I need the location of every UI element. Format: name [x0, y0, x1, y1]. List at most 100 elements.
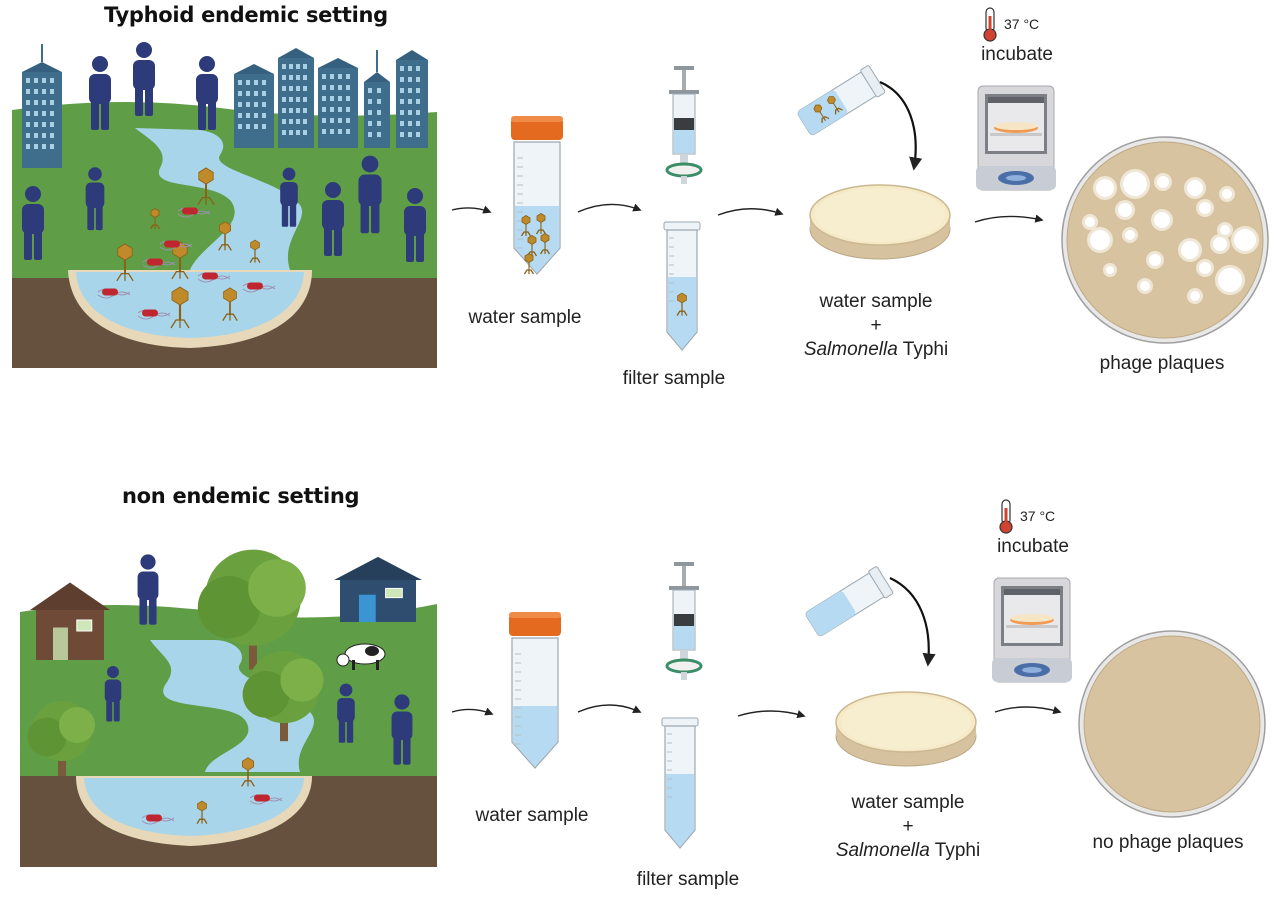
filter-icon [665, 650, 703, 680]
plaque [1146, 251, 1164, 269]
combo-line1: water sample [851, 792, 965, 813]
arrow [974, 214, 1044, 223]
filter-sample-label-1: filter sample [622, 368, 726, 389]
phage-icon [249, 239, 261, 263]
species-serovar: Typhi [934, 840, 981, 861]
plaque [1196, 199, 1214, 217]
pond [84, 778, 304, 836]
plaque [1215, 265, 1245, 295]
building-icon [234, 64, 274, 148]
arrow [451, 707, 494, 716]
plaque [1115, 200, 1135, 220]
species-genus: Salmonella [803, 339, 898, 360]
arrow [879, 80, 923, 171]
arrow [577, 203, 642, 213]
plaque [1154, 173, 1172, 191]
phage-icon [222, 287, 238, 321]
river [150, 640, 314, 772]
petri-dish-icon [835, 691, 977, 767]
temperature-label-2: 37 °C [1020, 508, 1056, 524]
house-icon [334, 556, 422, 622]
phage-icon [149, 208, 161, 230]
person-icon [137, 554, 159, 625]
arrow [994, 706, 1062, 715]
water-sample-label-1: water sample [468, 307, 582, 328]
phage-icon [539, 233, 551, 255]
bacteria-icon [197, 272, 231, 283]
bacteria-icon [177, 207, 211, 218]
filter-sample-label-2: filter sample [636, 869, 740, 890]
phage-icon [813, 104, 830, 123]
scene-non-endemic [20, 520, 437, 867]
river [135, 128, 303, 270]
combo-plus: + [902, 816, 914, 837]
petri-dish-icon [809, 184, 951, 260]
syringe-icon [665, 66, 703, 184]
phage-icon [676, 292, 688, 316]
petri-dish-icon [1061, 136, 1269, 344]
phage-icon [826, 96, 843, 115]
filter-icon [665, 154, 703, 184]
bacteria-icon [142, 258, 176, 269]
incubate-label-2: incubate [997, 536, 1069, 557]
tree-icon [197, 549, 306, 670]
pond [76, 272, 304, 338]
thermometer-icon [999, 499, 1013, 534]
plaque [1178, 238, 1202, 262]
tube-icon [661, 717, 699, 849]
building-icon [364, 50, 390, 148]
bacteria-icon [97, 288, 131, 299]
arrow [737, 710, 806, 719]
arrow [717, 207, 784, 216]
panel-title-non-endemic: non endemic setting [122, 484, 360, 508]
result-label-2: no phage plaques [1092, 832, 1244, 853]
person-icon [104, 666, 122, 722]
phage-cluster [520, 213, 551, 275]
house-icon [30, 582, 110, 660]
plaque [1231, 226, 1259, 254]
petri-dish-icon [1078, 630, 1266, 818]
phage-icon [116, 243, 134, 282]
combo-line1: water sample [819, 291, 933, 312]
plaque [1184, 177, 1206, 199]
incubator-icon [976, 85, 1056, 191]
plaque [1196, 259, 1214, 277]
incubate-label-1: incubate [981, 44, 1053, 65]
bacteria-icon [159, 240, 193, 251]
bacteria-icon [249, 794, 283, 805]
phage-icon [197, 167, 215, 206]
plaque [1187, 288, 1203, 304]
tube-icon [805, 566, 894, 637]
panel-endemic [12, 7, 1269, 368]
bacteria-icon [141, 814, 175, 825]
combo-label-2: water sample + Salmonella Typhi [836, 791, 980, 863]
phage-icon [218, 221, 232, 251]
plaque [1093, 176, 1117, 200]
tube-icon [663, 221, 701, 351]
building-icon [318, 58, 358, 148]
phage-icon [520, 215, 532, 237]
panel-title-endemic: Typhoid endemic setting [104, 3, 388, 27]
person-icon [337, 683, 355, 743]
phage-icon [170, 286, 190, 329]
building-icon [22, 44, 62, 168]
plaque [1210, 234, 1230, 254]
plaque [1217, 222, 1233, 238]
person-icon [358, 155, 382, 234]
person-icon [22, 186, 44, 260]
person-icon [196, 56, 218, 130]
person-icon [85, 167, 105, 231]
plaque [1151, 209, 1173, 231]
result-label-1: phage plaques [1099, 353, 1225, 374]
tube-icon [509, 612, 561, 769]
tube-icon [511, 116, 563, 275]
thermometer-icon [983, 7, 997, 42]
plaque [1082, 214, 1098, 230]
person-icon [404, 188, 426, 262]
arrow [451, 205, 492, 214]
phage-icon [241, 757, 255, 787]
combo-species: Salmonella Typhi [804, 338, 948, 362]
panel-non-endemic [20, 499, 1266, 867]
